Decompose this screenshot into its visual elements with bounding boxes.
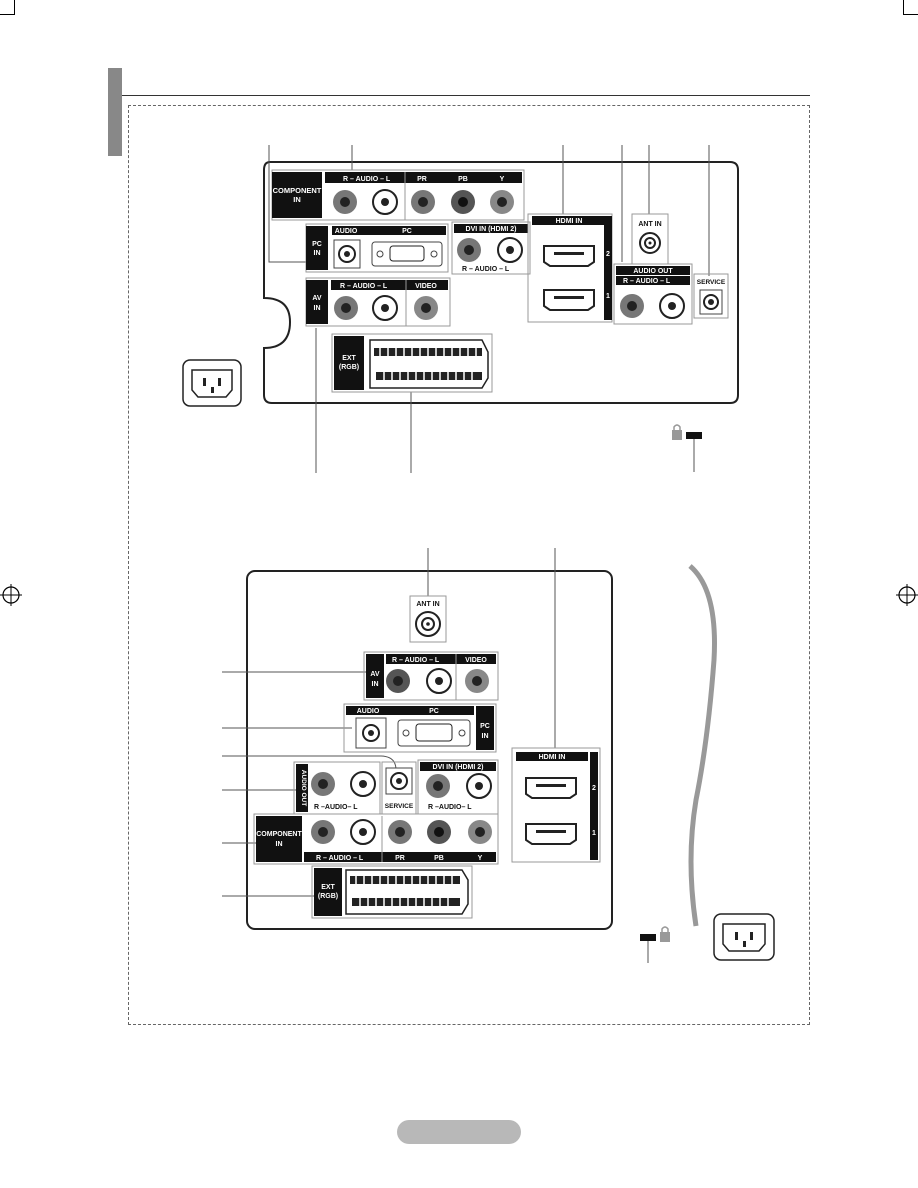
svg-text:Y: Y [478,855,483,862]
svg-text:PC: PC [429,708,439,715]
registration-mark-right [896,584,918,606]
crop-mark-top-left [0,0,15,15]
svg-text:R – AUDIO – L: R – AUDIO – L [316,855,364,862]
svg-text:1: 1 [606,293,610,300]
svg-text:AUDIO: AUDIO [357,708,380,715]
svg-text:(RGB): (RGB) [339,364,359,371]
svg-text:AV: AV [370,671,380,678]
title-bar-accent [108,68,122,156]
svg-text:R – AUDIO – L: R – AUDIO – L [340,283,388,290]
svg-text:PC: PC [312,241,322,248]
dashed-frame [128,105,810,1025]
bottom-kensington-lock-icon [640,926,670,942]
svg-text:EXT: EXT [342,355,356,362]
svg-text:PC: PC [480,723,490,730]
page-number-pill [397,1120,521,1144]
svg-text:AUDIO: AUDIO [335,228,358,235]
side-profile-curve [688,564,717,927]
svg-text:SERVICE: SERVICE [697,279,726,286]
svg-text:IN: IN [293,195,301,204]
svg-text:HDMI IN: HDMI IN [556,218,583,225]
svg-text:DVI IN (HDMI 2): DVI IN (HDMI 2) [466,226,517,233]
svg-text:IN: IN [276,841,283,848]
title-rule [122,95,810,96]
svg-text:PB: PB [458,176,468,183]
svg-text:ANT IN: ANT IN [416,601,439,608]
svg-text:IN: IN [482,733,489,740]
svg-text:SERVICE: SERVICE [385,803,414,810]
svg-text:Y: Y [500,176,505,183]
svg-text:IN: IN [314,305,321,312]
top-component-jacks [333,189,514,215]
svg-text:IN: IN [372,681,379,688]
svg-text:R –AUDIO– L: R –AUDIO– L [314,804,358,811]
svg-text:HDMI IN: HDMI IN [539,754,566,761]
svg-text:2: 2 [592,785,596,792]
svg-text:R –AUDIO– L: R –AUDIO– L [428,804,472,811]
svg-text:(RGB): (RGB) [318,893,338,900]
svg-text:AUDIO OUT: AUDIO OUT [300,770,307,807]
svg-text:1: 1 [592,830,596,837]
svg-text:IN: IN [314,250,321,257]
top-connector-panel: COMPONENT IN R – AUDIO – L PR PB Y PC IN… [182,145,739,473]
crop-mark-top-right [903,0,918,15]
top-kensington-lock-icon [672,424,702,440]
svg-text:PB: PB [434,855,444,862]
svg-text:R – AUDIO – L: R – AUDIO – L [392,657,440,664]
bottom-panel-outline [246,570,613,930]
svg-text:VIDEO: VIDEO [415,283,437,290]
top-component-in-label: COMPONENT [273,186,322,195]
svg-text:ANT IN: ANT IN [638,221,661,228]
svg-text:PR: PR [417,176,427,183]
svg-text:EXT: EXT [321,884,335,891]
svg-text:PR: PR [395,855,405,862]
svg-text:R – AUDIO – L: R – AUDIO – L [623,278,671,285]
svg-text:PC: PC [402,228,412,235]
svg-text:VIDEO: VIDEO [465,657,487,664]
registration-mark-left [0,584,22,606]
top-component-audio-text: R – AUDIO – L [343,176,391,183]
svg-text:AV: AV [312,295,322,302]
svg-text:2: 2 [606,251,610,258]
svg-text:AUDIO OUT: AUDIO OUT [633,268,673,275]
svg-text:DVI IN (HDMI 2): DVI IN (HDMI 2) [433,764,484,771]
svg-text:COMPONENT: COMPONENT [256,831,302,838]
svg-text:R – AUDIO – L: R – AUDIO – L [462,266,510,273]
top-panel-outline [263,161,739,404]
